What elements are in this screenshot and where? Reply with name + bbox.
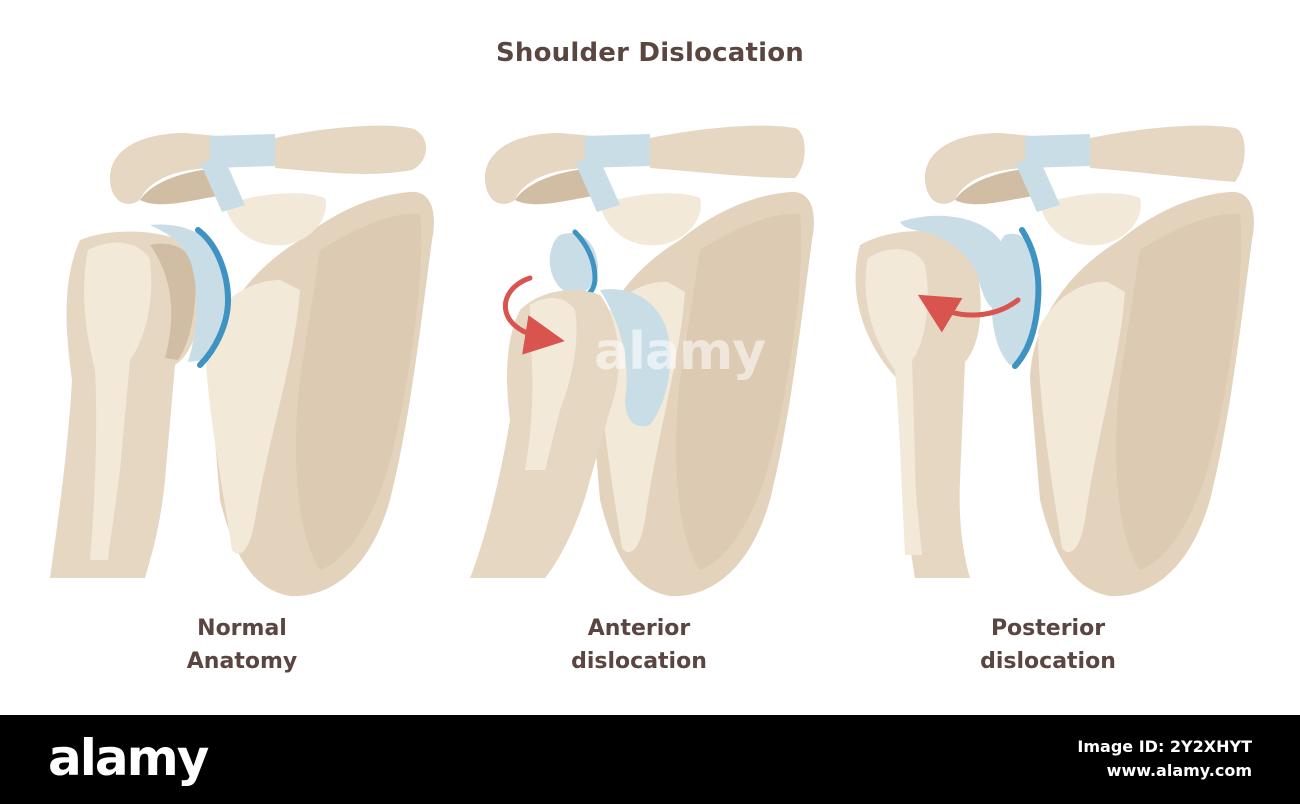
caption-posterior-dislocation: Posterior dislocation bbox=[928, 612, 1168, 678]
clavicle bbox=[650, 125, 805, 178]
dislocation-arrow bbox=[503, 275, 565, 355]
image-id: Image ID: 2Y2XHYT bbox=[1077, 737, 1252, 756]
caption-line: dislocation bbox=[571, 649, 707, 674]
humeral-head-cartilage bbox=[150, 224, 226, 362]
diagram-title: Shoulder Dislocation bbox=[495, 38, 805, 68]
clavicle bbox=[1090, 125, 1245, 182]
glenoid-labrum bbox=[1012, 227, 1042, 369]
dislocation-arrow bbox=[917, 294, 1021, 333]
panel-posterior-illustration bbox=[855, 125, 1254, 597]
coracoid bbox=[600, 193, 701, 246]
caption-line: Normal bbox=[197, 616, 287, 641]
glenoid-labrum bbox=[195, 227, 232, 368]
acromion bbox=[925, 133, 1033, 204]
coracoid bbox=[225, 193, 326, 246]
caption-anterior-dislocation: Anterior dislocation bbox=[519, 612, 759, 678]
caption-line: Posterior bbox=[990, 616, 1106, 641]
acromion bbox=[110, 133, 218, 204]
humeral-head-cartilage bbox=[900, 215, 1007, 309]
alamy-logo: alamy bbox=[48, 729, 209, 787]
ligament bbox=[1025, 134, 1090, 168]
humeral-head-cartilage bbox=[600, 289, 671, 427]
caption-line: Anatomy bbox=[186, 649, 298, 674]
caption-normal-anatomy: Normal Anatomy bbox=[122, 612, 362, 678]
panel-anterior-illustration bbox=[470, 125, 814, 597]
shoulder-illustrations bbox=[50, 125, 1254, 597]
watermark-text: alamy bbox=[594, 322, 766, 382]
ligament bbox=[585, 134, 650, 168]
diagram-canvas: Shoulder Dislocation bbox=[50, 38, 1254, 678]
coracoid bbox=[1040, 193, 1141, 246]
stock-footer-bar: alamy Image ID: 2Y2XHYT www.alamy.com bbox=[0, 715, 1300, 804]
acromion bbox=[485, 133, 593, 204]
panel-normal-illustration bbox=[50, 125, 434, 597]
caption-line: dislocation bbox=[980, 649, 1116, 674]
ligament bbox=[210, 134, 275, 168]
caption-line: Anterior bbox=[587, 616, 691, 641]
clavicle bbox=[275, 125, 427, 174]
image-id-block: Image ID: 2Y2XHYT www.alamy.com bbox=[1077, 735, 1252, 783]
site-url: www.alamy.com bbox=[1106, 761, 1252, 780]
